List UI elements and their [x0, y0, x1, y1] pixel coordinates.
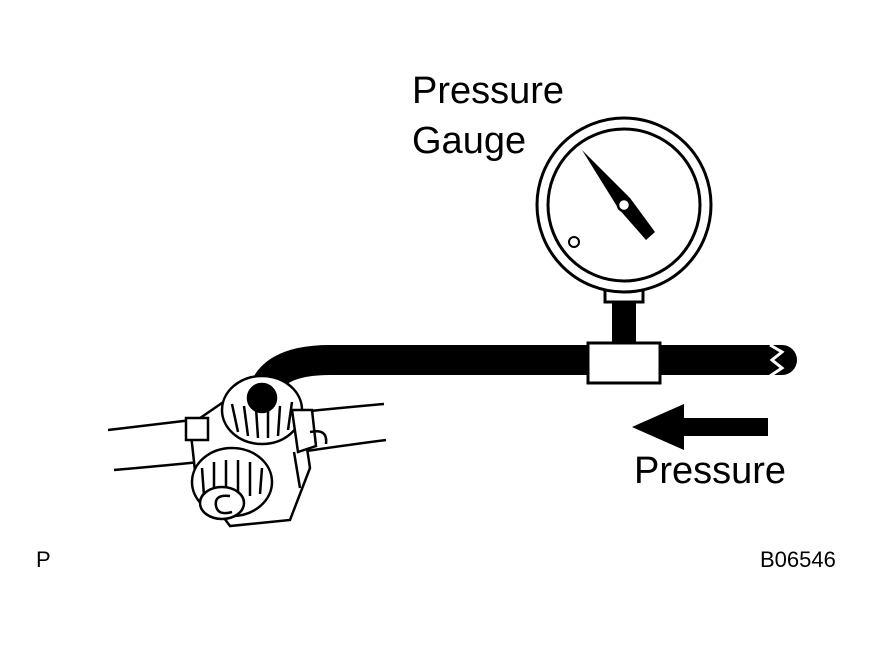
figure-id: B06546	[760, 547, 836, 572]
tee-fitting	[586, 341, 662, 385]
pressure-hose	[247, 345, 797, 413]
gauge-pivot	[616, 197, 632, 213]
left-arrow-icon	[632, 404, 768, 450]
hose-cut-end	[769, 343, 785, 378]
fuel-pump-icon	[107, 374, 387, 528]
corner-label: P	[36, 547, 51, 572]
gauge-label-line2: Gauge	[412, 120, 527, 162]
flow-label: Pressure	[634, 450, 787, 492]
gauge-needle	[582, 150, 655, 240]
pressure-gauge-icon	[535, 116, 713, 294]
gauge-screw	[568, 236, 580, 248]
gauge-label-line1: Pressure	[412, 70, 565, 112]
